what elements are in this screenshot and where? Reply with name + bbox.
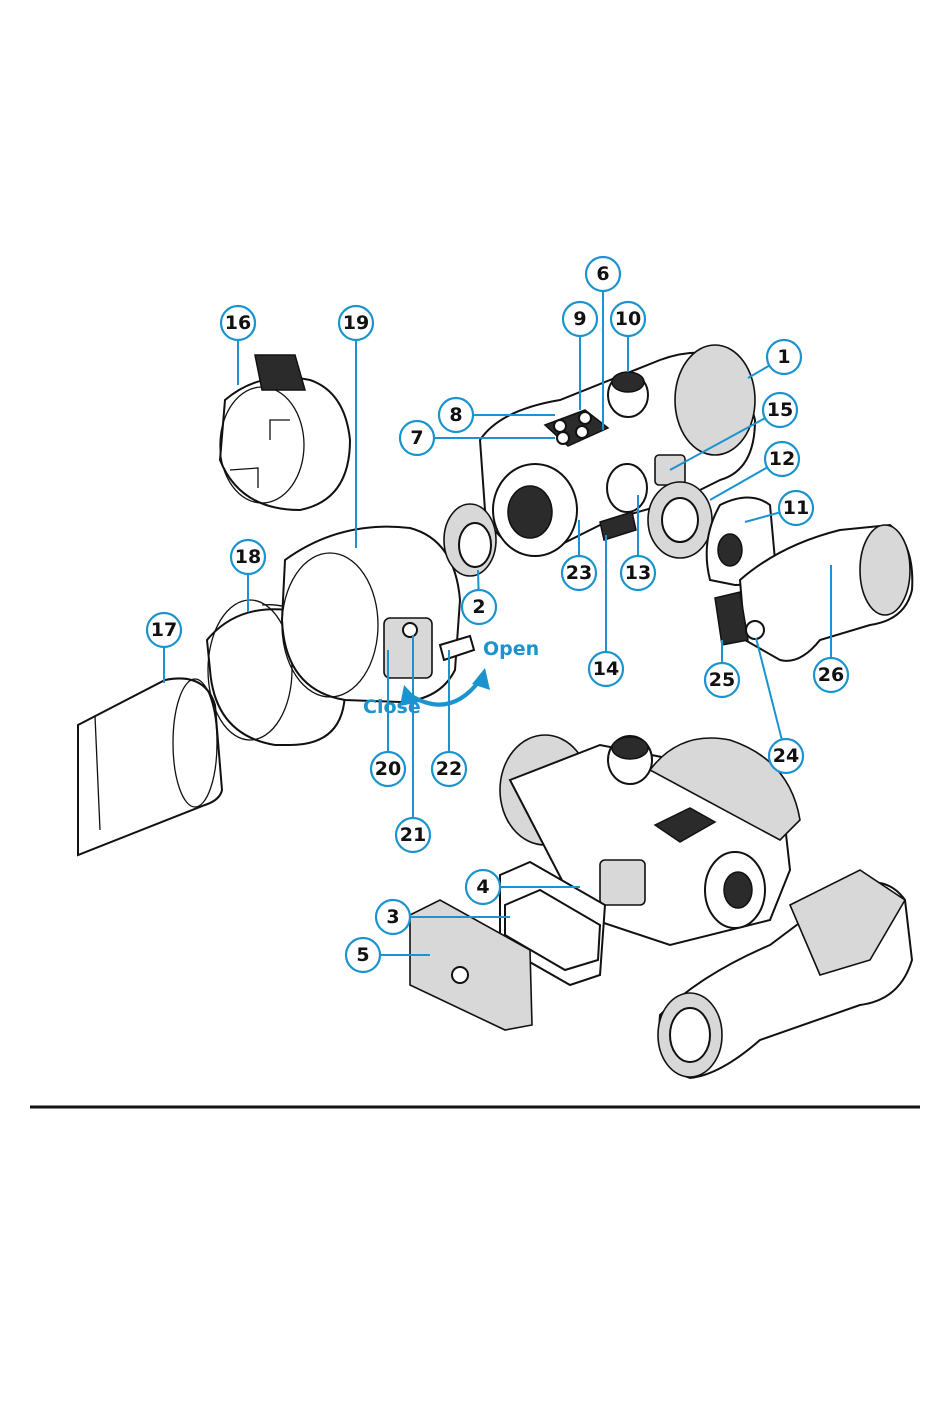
callout-label: 8 [449, 404, 462, 426]
scope-tube [78, 678, 222, 855]
callout-11: 11 [779, 491, 813, 525]
callout-14: 14 [589, 652, 623, 686]
callout-label: 23 [566, 562, 592, 584]
callout-label: 14 [593, 658, 619, 680]
callout-label: 25 [709, 669, 735, 691]
eyepiece-cap [444, 504, 496, 576]
callout-label: 22 [436, 758, 462, 780]
callout-label: 10 [615, 308, 641, 330]
callout-label: 9 [573, 308, 586, 330]
callout-2: 2 [462, 590, 496, 624]
callout-13: 13 [621, 556, 655, 590]
callout-label: 3 [386, 906, 399, 928]
callout-label: 2 [472, 596, 485, 618]
open-label: Open [483, 638, 539, 660]
callout-4: 4 [466, 870, 500, 904]
callout-label: 7 [410, 427, 423, 449]
callout-7: 7 [400, 421, 434, 455]
callout-label: 6 [596, 263, 609, 285]
callout-18: 18 [231, 540, 265, 574]
callout-label: 24 [773, 745, 799, 767]
callout-10: 10 [611, 302, 645, 336]
callout-label: 26 [818, 664, 844, 686]
callout-8: 8 [439, 398, 473, 432]
callout-20: 20 [371, 752, 405, 786]
callout-1: 1 [767, 340, 801, 374]
callout-24: 24 [769, 739, 803, 773]
callout-23: 23 [562, 556, 596, 590]
callout-15: 15 [763, 393, 797, 427]
callout-label: 15 [767, 399, 793, 421]
callout-21: 21 [396, 818, 430, 852]
front-lens-cap [220, 355, 350, 510]
callout-25: 25 [705, 663, 739, 697]
callout-label: 17 [151, 619, 177, 641]
callout-label: 16 [225, 312, 251, 334]
callout-label: 4 [476, 876, 489, 898]
callout-label: 21 [400, 824, 426, 846]
callout-label: 19 [343, 312, 369, 334]
callout-label: 18 [235, 546, 261, 568]
callout-12: 12 [765, 442, 799, 476]
callout-22: 22 [432, 752, 466, 786]
callout-9: 9 [563, 302, 597, 336]
callout-label: 13 [625, 562, 651, 584]
callout-6: 6 [586, 257, 620, 291]
callout-label: 11 [783, 497, 809, 519]
callout-16: 16 [221, 306, 255, 340]
callout-label: 1 [777, 346, 790, 368]
callout-label: 5 [356, 944, 369, 966]
callout-5: 5 [346, 938, 380, 972]
callout-label: 12 [769, 448, 795, 470]
callout-label: 20 [375, 758, 401, 780]
callout-3: 3 [376, 900, 410, 934]
callout-26: 26 [814, 658, 848, 692]
callout-19: 19 [339, 306, 373, 340]
callout-17: 17 [147, 613, 181, 647]
